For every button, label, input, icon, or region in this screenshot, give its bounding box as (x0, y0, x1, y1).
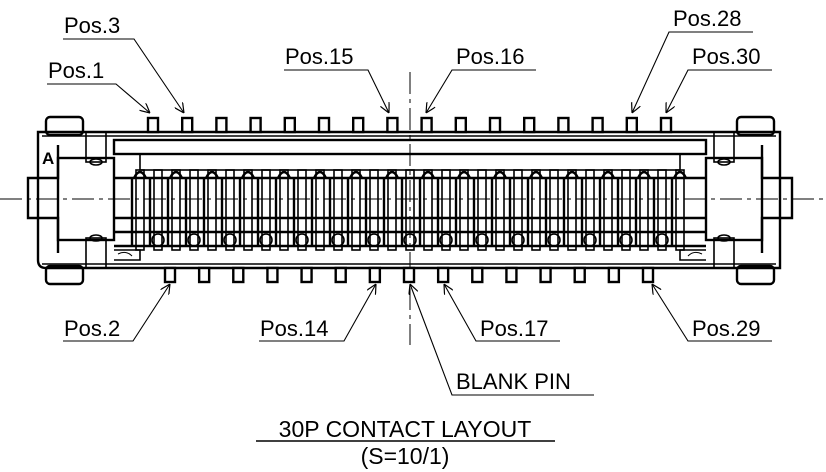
callout-pos1: Pos.1 (47, 58, 150, 113)
top-pin-pos-7 (249, 116, 262, 134)
callout-blank-pin-label: BLANK PIN (456, 369, 571, 394)
contact-springs (130, 169, 688, 251)
callout-pos15-label: Pos.15 (285, 44, 354, 69)
corner-mark-a: A (42, 149, 54, 168)
contact-spring (166, 169, 184, 251)
contact-spring (562, 169, 580, 251)
callout-pos29-label: Pos.29 (692, 316, 761, 341)
callout-pos2-label: Pos.2 (64, 316, 120, 341)
bottom-pin-pos-8 (266, 266, 279, 284)
contact-spring (454, 169, 472, 251)
bottom-pin-pos-27 (607, 266, 621, 284)
contact-spring (670, 169, 688, 251)
contact-spring (310, 169, 328, 251)
top-pin-pos-3 (180, 116, 194, 134)
contact-spring (436, 169, 453, 251)
bottom-pin-pos-2 (163, 266, 177, 284)
top-pin-pos-5 (215, 116, 228, 134)
callout-pos3: Pos.3 (63, 13, 184, 113)
contact-spring (292, 169, 309, 251)
contact-spring (130, 169, 148, 251)
drawing-scale: (S=10/1) (361, 443, 450, 469)
contact-spring (508, 169, 525, 251)
bottom-pin-pos-14 (368, 266, 382, 284)
bottom-pin-pos-17 (436, 266, 450, 284)
callout-pos1-label: Pos.1 (48, 58, 104, 83)
connector-body: A (26, 115, 794, 286)
callout-pos16-label: Pos.16 (456, 44, 525, 69)
callout-blank-pin: BLANK PIN (410, 284, 594, 396)
contact-spring (400, 169, 417, 251)
contact-spring (580, 169, 597, 251)
bottom-pin-pos-6 (232, 266, 245, 284)
callout-pos15: Pos.15 (284, 44, 389, 113)
callout-pos17-label: Pos.17 (480, 316, 549, 341)
contact-spring (220, 169, 237, 251)
callout-pos29: Pos.29 (652, 284, 772, 342)
bottom-pin-pos-4 (197, 266, 211, 284)
contact-spring (256, 169, 273, 251)
bottom-pin-pos-10 (300, 266, 313, 284)
contact-spring (274, 169, 292, 251)
contact-spring (238, 169, 256, 251)
contact-spring (202, 169, 220, 251)
contact-spring (346, 169, 364, 251)
top-pin-pos-26 (591, 116, 604, 134)
callout-pos30-label: Pos.30 (692, 44, 761, 69)
contact-spring (616, 169, 633, 251)
top-pin-pos-18 (454, 116, 467, 134)
top-pin-pos-30 (659, 116, 673, 134)
bottom-pin-pos-12 (334, 266, 347, 284)
top-pin-pos-22 (523, 116, 536, 134)
bottom-pin-pos-21 (505, 266, 518, 284)
callout-pos28-label: Pos.28 (673, 6, 742, 31)
callout-pos2: Pos.2 (63, 284, 170, 342)
top-pin-pos-20 (488, 116, 502, 134)
contact-spring (148, 169, 165, 251)
top-pin-pos-24 (557, 116, 570, 134)
bottom-pin-pos-19 (471, 266, 484, 284)
contact-spring (544, 169, 561, 251)
callout-pos3-label: Pos.3 (64, 13, 120, 38)
top-pin-pos-1 (146, 116, 160, 134)
top-pin-row (146, 116, 673, 134)
contact-spring (598, 169, 616, 251)
contact-spring (526, 169, 544, 251)
callout-pos17: Pos.17 (444, 284, 560, 342)
contact-spring (328, 169, 345, 251)
top-pin-pos-13 (352, 116, 365, 134)
callout-pos16: Pos.16 (426, 44, 536, 113)
contact-spring (184, 169, 201, 251)
drawing-title: 30P CONTACT LAYOUT (279, 416, 532, 442)
contact-spring (382, 169, 400, 251)
top-pin-pos-16 (420, 116, 433, 134)
callout-pos14: Pos.14 (259, 284, 376, 342)
callout-pos14-label: Pos.14 (260, 316, 329, 341)
callout-pos28: Pos.28 (632, 6, 753, 113)
contact-spring (472, 169, 489, 251)
top-pin-pos-11 (317, 116, 331, 134)
bottom-pin-pos-29 (641, 266, 655, 284)
contact-spring (490, 169, 508, 251)
bottom-pin-row (163, 266, 655, 284)
callout-pos30: Pos.30 (666, 44, 772, 113)
top-pin-pos-15 (386, 116, 399, 134)
top-pin-pos-9 (283, 116, 296, 134)
bottom-pin-pos-25 (573, 266, 586, 284)
bottom-pin-blank (402, 266, 416, 284)
contact-spring (652, 169, 669, 251)
contact-spring (418, 169, 436, 251)
top-pin-pos-28 (625, 116, 638, 134)
contact-spring (364, 169, 381, 251)
bottom-pin-pos-23 (539, 266, 552, 284)
contact-spring (634, 169, 652, 251)
